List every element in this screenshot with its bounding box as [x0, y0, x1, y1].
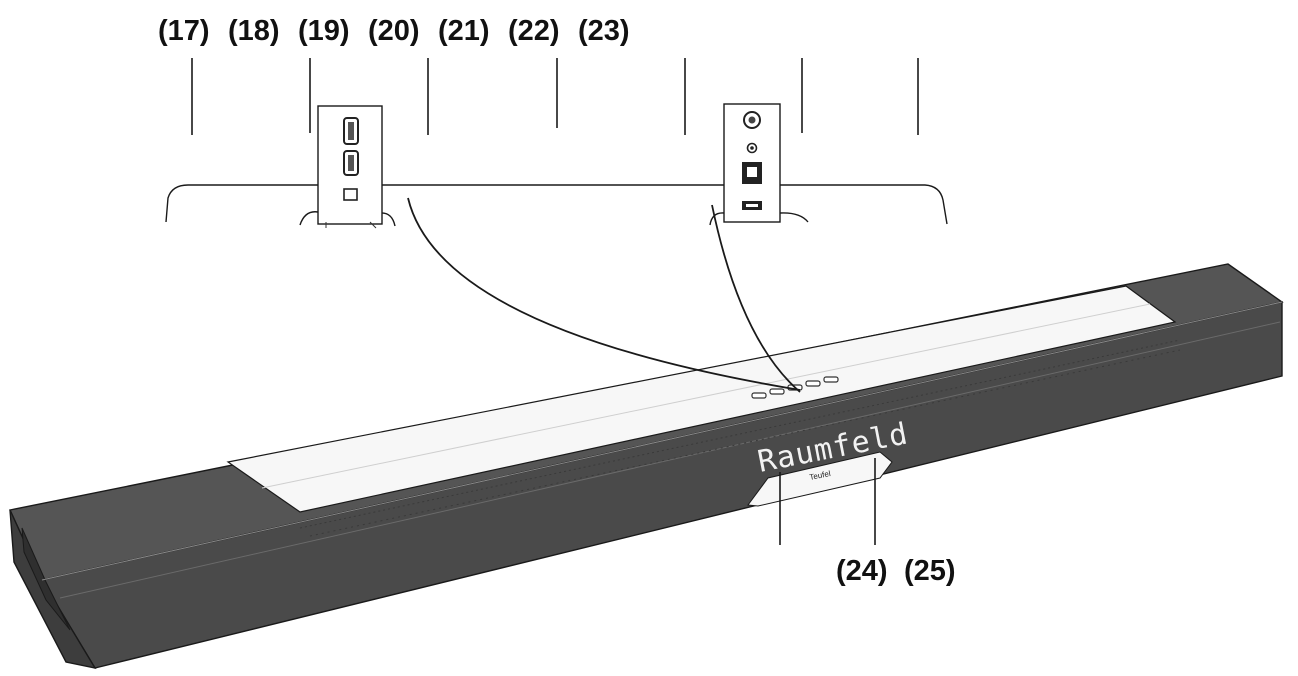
soundbar: Raumfeld Teufel: [8, 263, 1284, 670]
control-button: [805, 380, 821, 387]
right-connector-panel: [723, 103, 781, 223]
optical-port-icon: [343, 188, 358, 201]
badge-logo-text: Teufel: [809, 469, 832, 482]
top-callout-labels: (17) (18) (19) (20) (21) (22) (23): [158, 15, 630, 47]
callout-23: (23): [578, 15, 630, 47]
control-button: [751, 392, 767, 399]
speaker-grille: [299, 339, 1181, 537]
leader-curve-left: [407, 197, 801, 391]
callout-leader-lines: [191, 58, 919, 135]
bottom-callout-labels: (24) (25): [836, 555, 956, 587]
rear-panel-outline: [165, 184, 948, 227]
bottom-leader-lines: [779, 458, 876, 545]
left-connector-panel: [317, 105, 383, 229]
callout-25: (25): [904, 555, 956, 587]
callout-24: (24): [836, 555, 888, 587]
soundbar-top-panel: [226, 285, 1177, 513]
callout-20: (20): [368, 15, 420, 47]
callout-21: (21): [438, 15, 490, 47]
callout-22: (22): [508, 15, 560, 47]
callout-18: (18): [228, 15, 280, 47]
callout-19: (19): [298, 15, 350, 47]
connector-leader-curves: [407, 197, 801, 393]
callout-17: (17): [158, 15, 210, 47]
control-button: [823, 376, 839, 383]
control-button: [769, 388, 785, 395]
leader-curve-right: [711, 204, 801, 393]
front-badge: [747, 451, 893, 507]
